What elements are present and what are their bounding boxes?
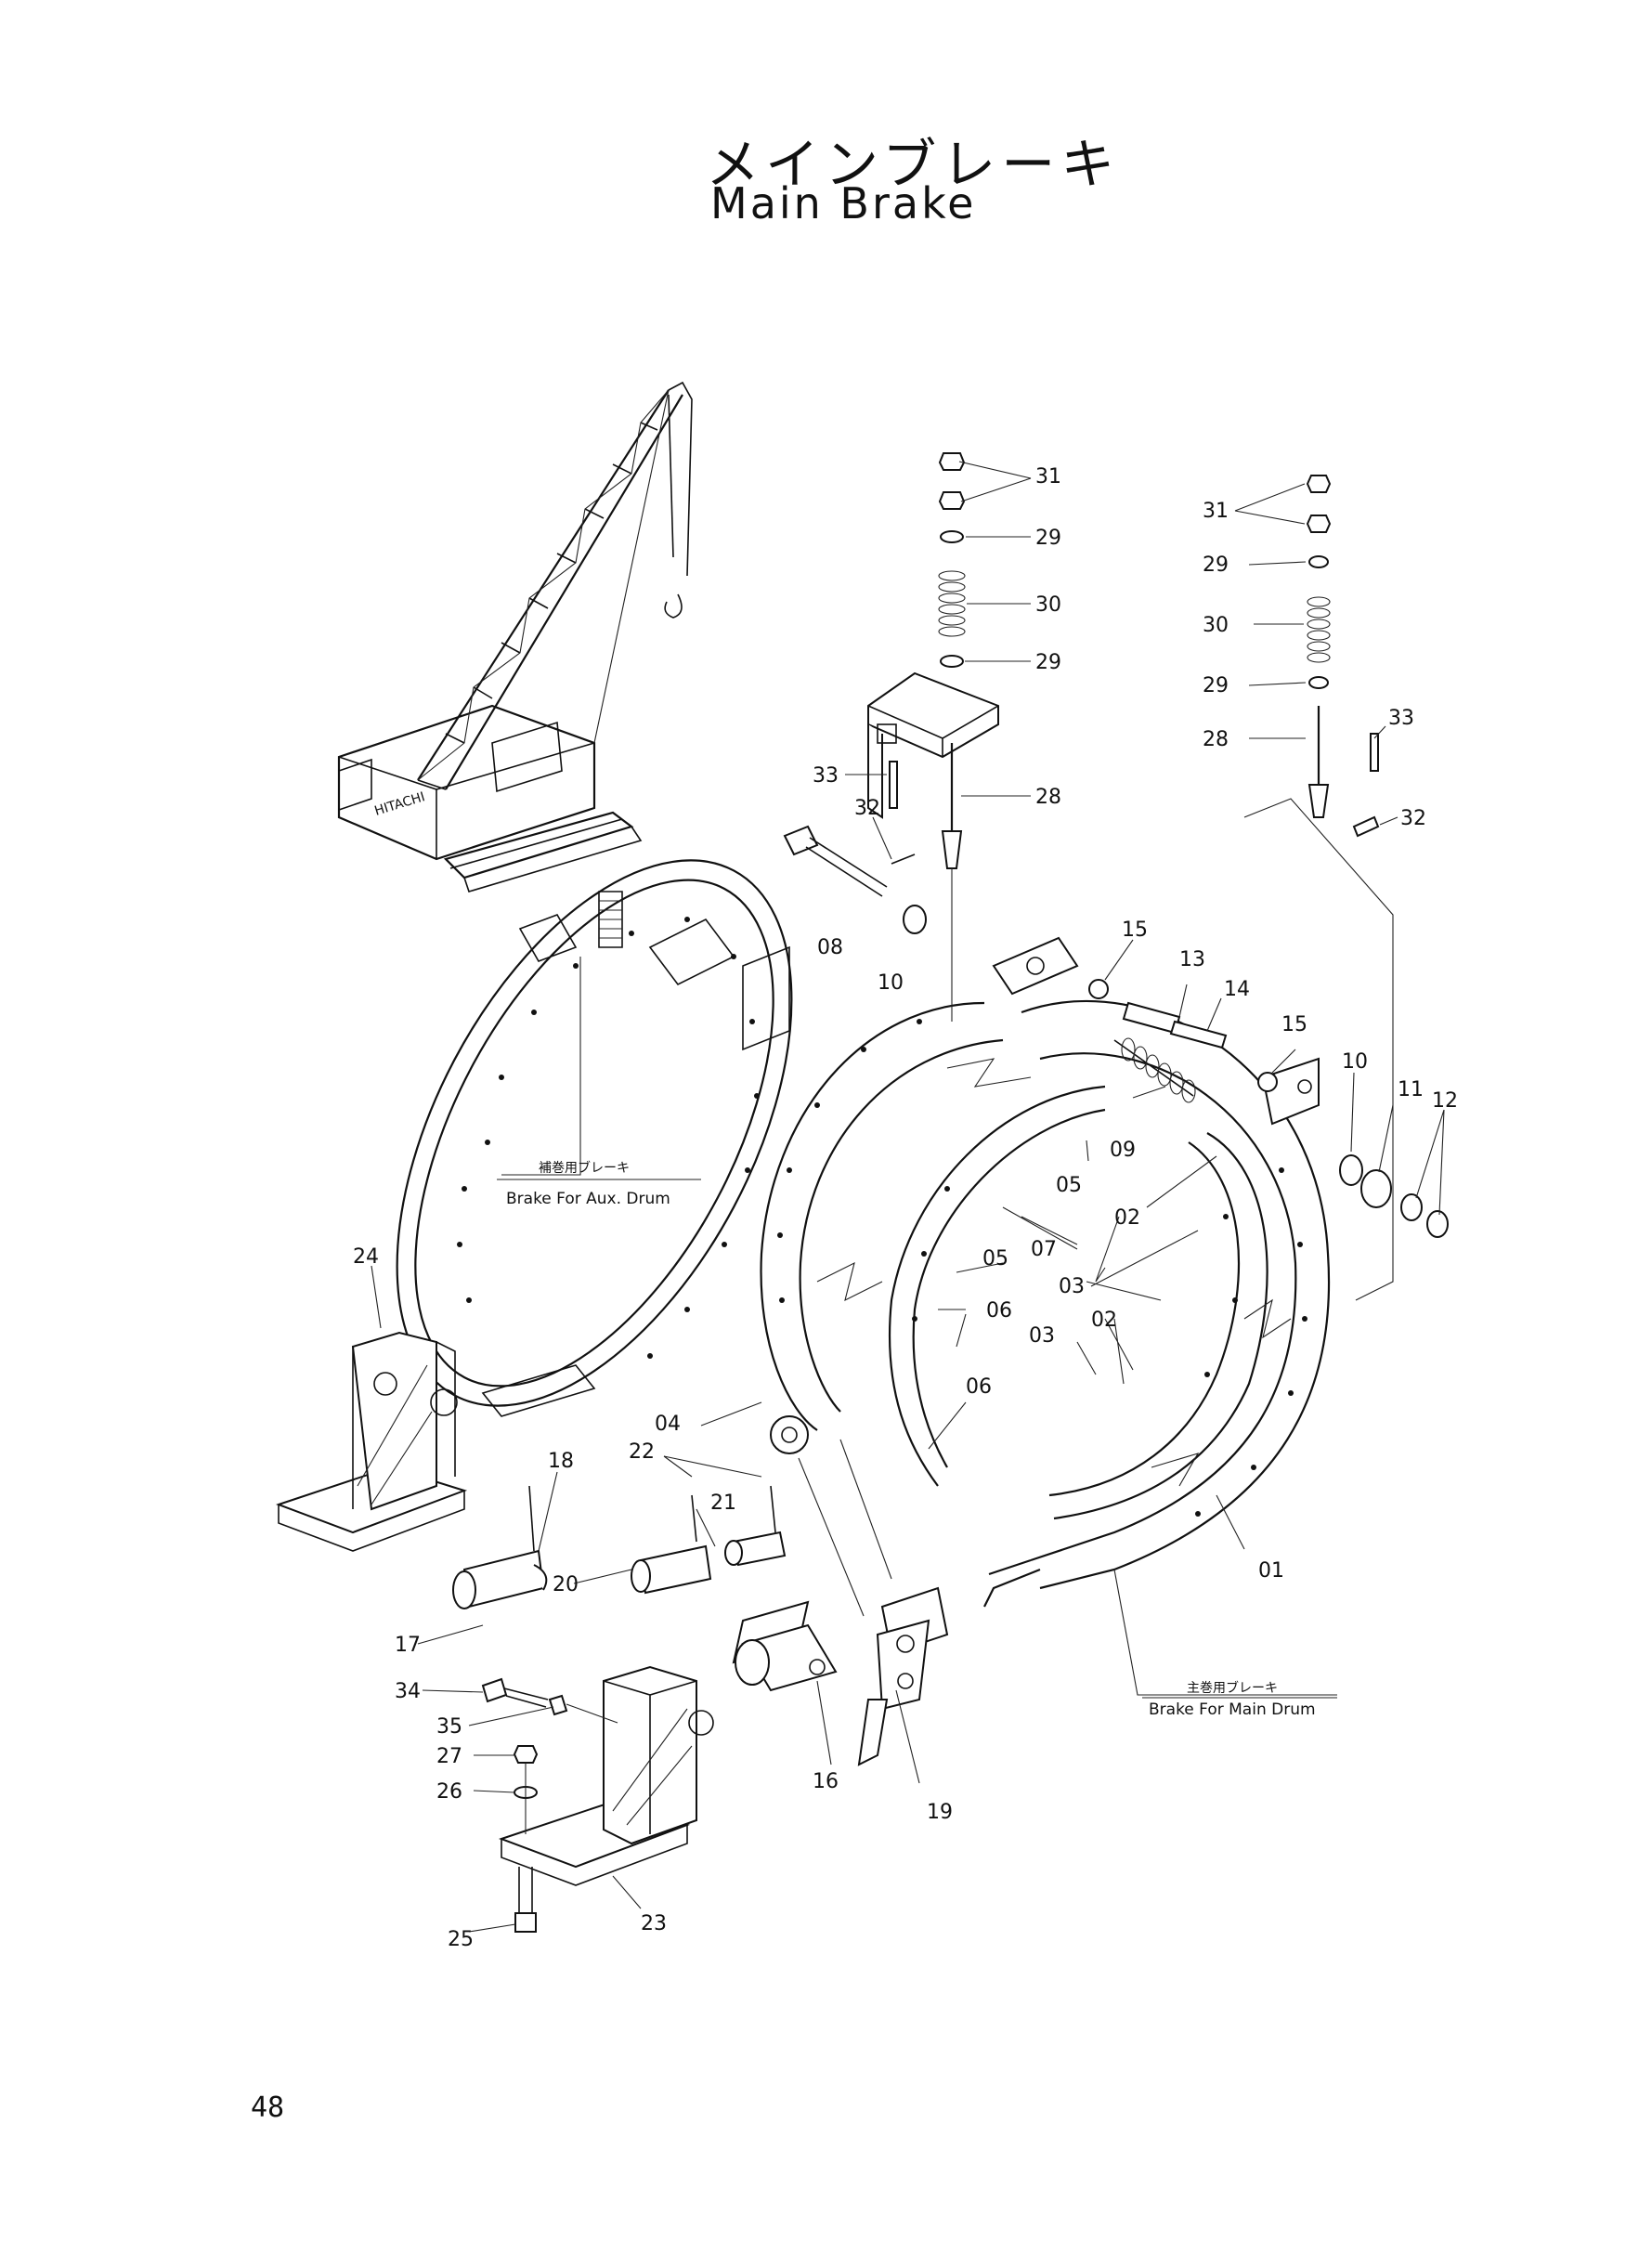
callout-22: 22 [629,1440,655,1464]
callout-29-right-top: 29 [1203,554,1229,577]
callout-02-lower: 02 [1091,1309,1117,1332]
crane-brand-label: HITACHI [372,789,426,819]
callout-13: 13 [1179,948,1205,971]
crane-illustration: HITACHI [337,381,693,892]
center-adjuster-assembly [783,452,999,934]
band-end-brackets [770,936,1320,1454]
main-drum-brake-bands [760,999,1331,1608]
callout-12: 12 [1432,1089,1458,1113]
main-drum-caption-english: Brake For Main Drum [1149,1700,1316,1719]
callout-31-center: 31 [1035,465,1061,489]
callout-05-top: 05 [1056,1174,1082,1197]
callout-09: 09 [1110,1139,1136,1162]
callout-21: 21 [710,1492,736,1515]
callout-01: 01 [1258,1559,1284,1583]
callout-19: 19 [927,1801,953,1824]
title-english: Main Brake [710,178,977,228]
brake-stand-23 [481,1665,714,1933]
callout-17: 17 [395,1634,421,1657]
aux-drum-caption: 補巻用ブレーキ Brake For Aux. Drum [497,1160,701,1208]
callout-20: 20 [553,1573,579,1596]
callout-30-right: 30 [1203,614,1229,637]
page-number: 48 [251,2091,285,2124]
callout-29-center-bottom: 29 [1035,651,1061,674]
callout-11: 11 [1398,1078,1424,1101]
aux-drum-brake-band [396,859,793,1417]
right-assembly-leader [1243,798,1394,1301]
callout-04: 04 [655,1413,681,1436]
callout-31-right: 31 [1203,500,1229,523]
callout-29-center-top: 29 [1035,527,1061,550]
pin-stack-right [1339,1154,1449,1238]
callout-32-center: 32 [854,797,880,820]
callout-06-upper: 06 [986,1299,1012,1322]
callout-07: 07 [1031,1238,1057,1261]
callout-28-right: 28 [1203,728,1229,751]
spring-and-bolts [1088,979,1278,1103]
aux-drum-caption-japanese: 補巻用ブレーキ [539,1160,630,1176]
callout-05-mid: 05 [982,1247,1008,1270]
callout-16: 16 [813,1770,839,1793]
callout-10-right: 10 [1342,1050,1368,1074]
callout-leaders [371,461,1445,1933]
callout-18: 18 [548,1450,574,1473]
callout-24: 24 [353,1245,379,1269]
callout-labels: 31 29 30 29 28 33 32 08 10 31 29 30 29 2… [353,465,1458,1951]
title-japanese: メインブレーキ [706,133,1121,196]
callout-33-right: 33 [1388,707,1414,730]
callout-27: 27 [436,1745,462,1768]
callout-30-center: 30 [1035,593,1061,617]
callout-03-lower: 03 [1029,1324,1055,1348]
lower-linkage [452,1439,949,1766]
callout-02-top: 02 [1114,1206,1140,1230]
callout-25: 25 [448,1928,474,1951]
callout-14: 14 [1224,978,1250,1001]
callout-15-top: 15 [1122,919,1148,942]
brake-stand-24 [276,1331,468,1552]
right-adjuster-assembly [1306,475,1380,838]
callout-35: 35 [436,1715,462,1739]
main-drum-caption: 主巻用ブレーキ Brake For Main Drum [1142,1680,1337,1719]
callout-08: 08 [817,936,843,959]
callout-10-left: 10 [878,971,904,995]
callout-32-right: 32 [1400,807,1426,830]
callout-06-lower: 06 [966,1375,992,1399]
main-drum-caption-japanese: 主巻用ブレーキ [1187,1680,1278,1696]
callout-03-upper: 03 [1059,1275,1085,1298]
callout-29-right-bottom: 29 [1203,674,1229,697]
callout-26: 26 [436,1780,462,1804]
callout-28-center: 28 [1035,786,1061,809]
callout-23: 23 [641,1912,667,1935]
callout-33-center: 33 [813,764,839,788]
main-drum-leader [1113,1569,1337,1696]
callout-15-right: 15 [1281,1013,1307,1036]
aux-drum-caption-english: Brake For Aux. Drum [506,1190,670,1208]
callout-34: 34 [395,1680,421,1703]
